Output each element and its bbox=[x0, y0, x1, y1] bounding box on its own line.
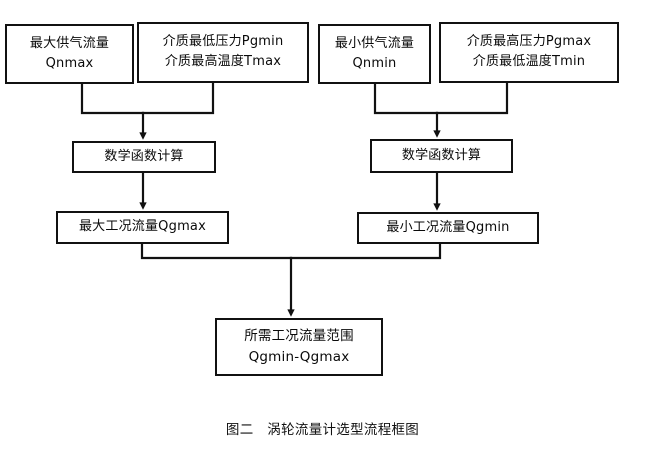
node-qgmin-label: 最小工况流量Qgmin bbox=[386, 219, 510, 235]
node-max-supply-flow: 最大供气流量 Qnmax bbox=[5, 24, 134, 84]
node-qnmin-line2: Qnmin bbox=[352, 55, 397, 71]
node-min-pressure-max-temp: 介质最低压力Pgmin 介质最高温度Tmax bbox=[137, 22, 309, 83]
node-min-supply-flow: 最小供气流量 Qnmin bbox=[318, 24, 431, 84]
edge-qnmax-to-calc-left bbox=[80, 82, 145, 115]
node-calc-right-label: 数学函数计算 bbox=[401, 147, 482, 163]
edge-qgmin-to-range bbox=[289, 242, 442, 260]
node-pgmin-line1: 介质最低压力Pgmin bbox=[162, 34, 284, 50]
node-max-pressure-min-temp: 介质最高压力Pgmax 介质最低温度Tmin bbox=[439, 22, 619, 83]
node-range-line1: 所需工况流量范围 bbox=[244, 328, 354, 345]
node-pgmax-line2: 介质最低温度Tmin bbox=[472, 54, 586, 69]
edge-qnmin-to-calc-right bbox=[373, 82, 439, 115]
node-math-function-calculation-right: 数学函数计算 bbox=[370, 139, 513, 173]
node-qnmax-line2: Qnmax bbox=[45, 55, 94, 71]
node-qgmax-label: 最大工况流量Qgmax bbox=[78, 219, 206, 235]
edge-qgmax-to-range bbox=[140, 242, 293, 260]
node-pgmin-line2: 介质最高温度Tmax bbox=[164, 54, 282, 69]
node-math-function-calculation-left: 数学函数计算 bbox=[72, 141, 216, 173]
node-pgmax-line1: 介质最高压力Pgmax bbox=[466, 34, 592, 50]
node-range-line2: Qgmin-Qgmax bbox=[248, 348, 350, 365]
node-max-working-flow: 最大工况流量Qgmax bbox=[56, 211, 229, 244]
node-required-flow-range: 所需工况流量范围 Qgmin-Qgmax bbox=[215, 318, 383, 376]
node-qnmin-line1: 最小供气流量 bbox=[334, 35, 415, 51]
figure-caption: 图二 涡轮流量计选型流程框图 bbox=[225, 422, 420, 438]
node-calc-left-label: 数学函数计算 bbox=[104, 148, 184, 164]
node-qnmax-line1: 最大供气流量 bbox=[29, 35, 110, 51]
edge-pgmax-to-calc-right bbox=[435, 81, 509, 115]
node-min-working-flow: 最小工况流量Qgmin bbox=[357, 212, 539, 244]
edge-pgmin-to-calc-left bbox=[141, 81, 215, 115]
